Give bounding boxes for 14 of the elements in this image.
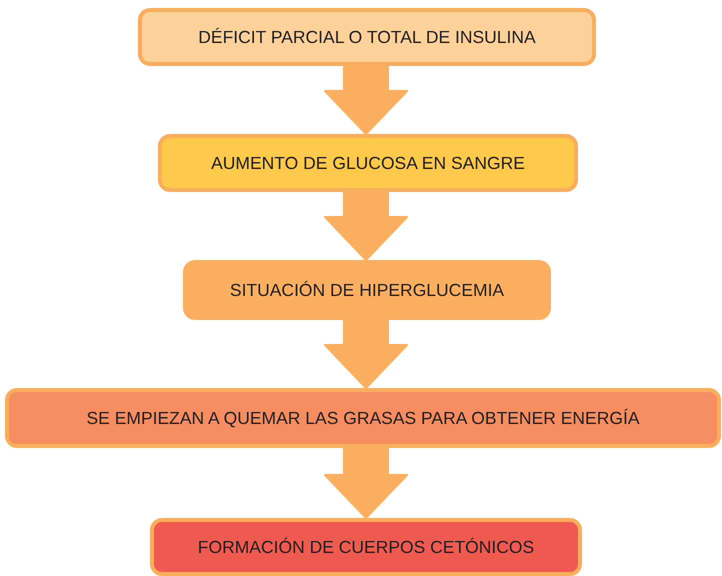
process-box xyxy=(150,518,582,576)
arrow xyxy=(324,65,408,135)
process-box xyxy=(158,134,578,192)
process-box xyxy=(5,388,721,448)
step-text: SE EMPIEZAN A QUEMAR LAS GRASAS PARA OBTENER ENERGÍA xyxy=(86,408,640,428)
step-text: SITUACIÓN DE HIPERGLUCEMIA xyxy=(230,280,504,300)
process-box xyxy=(138,8,596,66)
step-text: FORMACIÓN DE CUERPOS CETÓNICOS xyxy=(198,536,534,558)
process-box xyxy=(183,260,551,320)
arrow xyxy=(324,319,408,389)
step-text: AUMENTO DE GLUCOSA EN SANGRE xyxy=(211,152,525,174)
step-text: DÉFICIT PARCIAL O TOTAL DE INSULINA xyxy=(198,26,536,48)
arrow xyxy=(324,447,408,519)
arrow xyxy=(324,191,408,261)
